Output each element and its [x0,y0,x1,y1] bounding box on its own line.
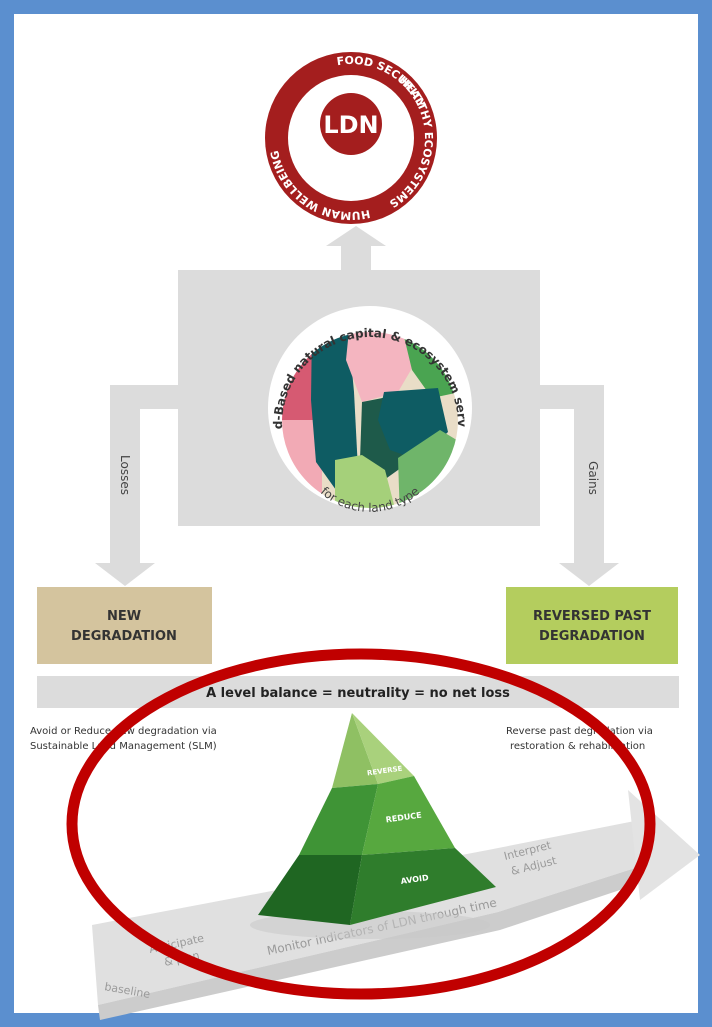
pyramid-tier-avoid [350,848,496,925]
balance-bar-label: A level balance = neutrality = no net lo… [206,686,510,701]
losses-shaft [110,385,140,565]
up-arrow-head [326,226,386,246]
reversed-degradation-line1: REVERSED PAST [533,609,651,624]
pyramid-tier-reduce [362,776,455,855]
ldn-core-circle [320,93,382,155]
avoid-reduce-note-line2: Sustainable Land Management (SLM) [30,741,217,752]
pyramid-label-avoid: AVOID [400,873,429,886]
ldn-label: LDN [323,111,378,139]
losses-arrow-head [95,563,155,586]
avoid-reduce-reverse-pyramid: REVERSE REDUCE AVOID [250,713,496,939]
losses-label: Losses [118,455,132,495]
reversed-degradation-line2: DEGRADATION [539,629,645,644]
reverse-note-line1: Reverse past degradation via [506,726,653,737]
gains-arrow-head [559,563,619,586]
gains-label: Gains [586,461,600,495]
gains-shaft [574,385,604,565]
pyramid-tier-reverse [352,713,414,784]
reverse-note-line2: restoration & rehabilitation [510,741,645,752]
new-degradation-line1: NEW [107,609,141,624]
highlight-ellipse [66,648,656,1000]
up-arrow-shaft [341,245,371,273]
new-degradation-line2: DEGRADATION [71,629,177,644]
new-degradation-box: NEW DEGRADATION [37,587,212,664]
reversed-degradation-box: REVERSED PAST DEGRADATION [506,587,678,664]
ldn-goal-ring: LDN FOOD SECURITY HEALTHY ECOSYSTEMS HUM… [265,52,437,224]
